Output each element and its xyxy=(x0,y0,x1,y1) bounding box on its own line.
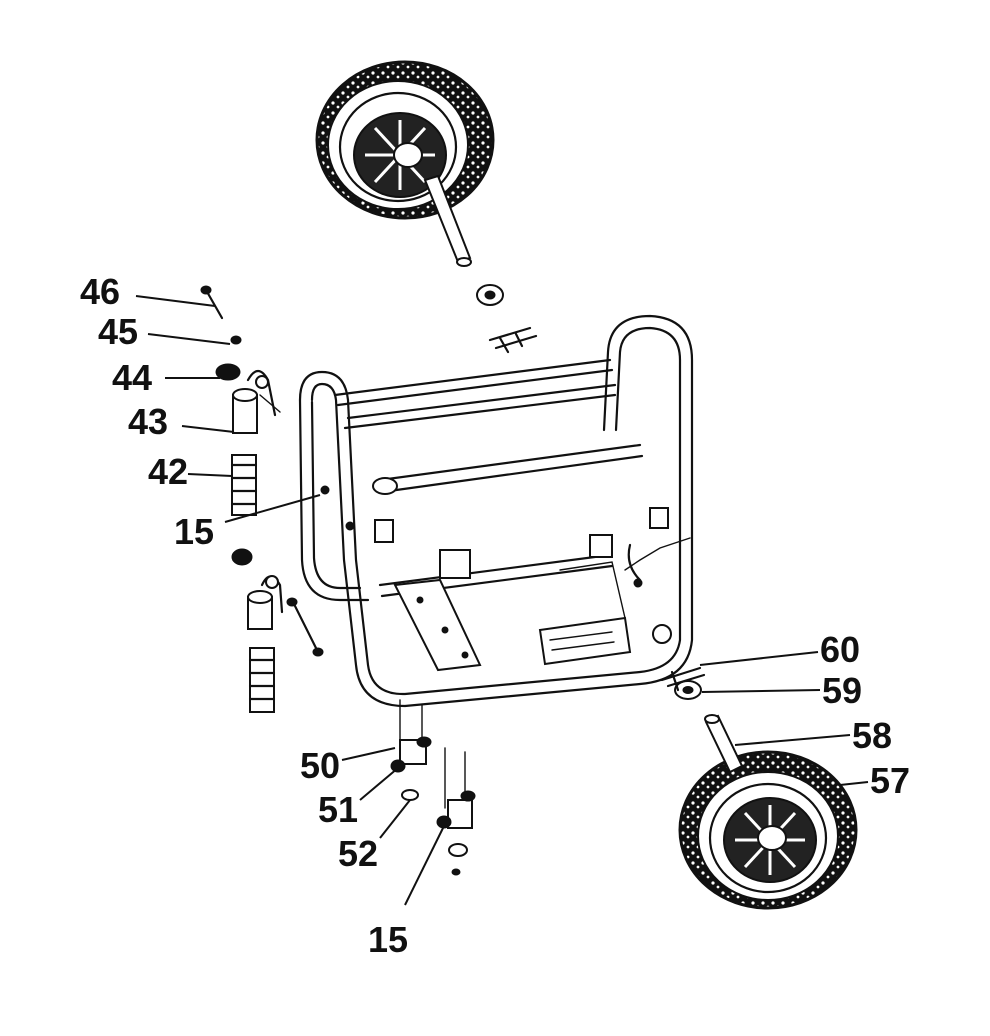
callout-43: 43 xyxy=(128,401,168,442)
callout-59: 59 xyxy=(822,670,862,711)
callout-42: 42 xyxy=(148,451,188,492)
top-wheel-axle xyxy=(423,174,538,354)
callout-57: 57 xyxy=(870,760,910,801)
callout-15-lower: 15 xyxy=(368,919,408,960)
callout-15-upper: 15 xyxy=(174,511,214,552)
generator-frame xyxy=(298,314,694,708)
callout-50: 50 xyxy=(300,745,340,786)
lower-handle-assembly xyxy=(231,548,324,713)
callout-52: 52 xyxy=(338,833,378,874)
callout-46: 46 xyxy=(80,271,120,312)
upper-handle-assembly xyxy=(200,285,281,516)
callout-58: 58 xyxy=(852,715,892,756)
callout-labels: 46 45 44 43 42 15 60 59 58 57 50 51 52 1… xyxy=(80,271,910,960)
top-wheel xyxy=(315,60,495,220)
callout-44: 44 xyxy=(112,357,152,398)
bottom-right-wheel xyxy=(678,750,858,910)
callout-45: 45 xyxy=(98,311,138,352)
callout-60: 60 xyxy=(820,629,860,670)
leader-lines xyxy=(135,295,869,906)
bottom-wheel-axle xyxy=(660,666,744,774)
callout-51: 51 xyxy=(318,789,358,830)
foot-mount-parts xyxy=(390,699,476,876)
